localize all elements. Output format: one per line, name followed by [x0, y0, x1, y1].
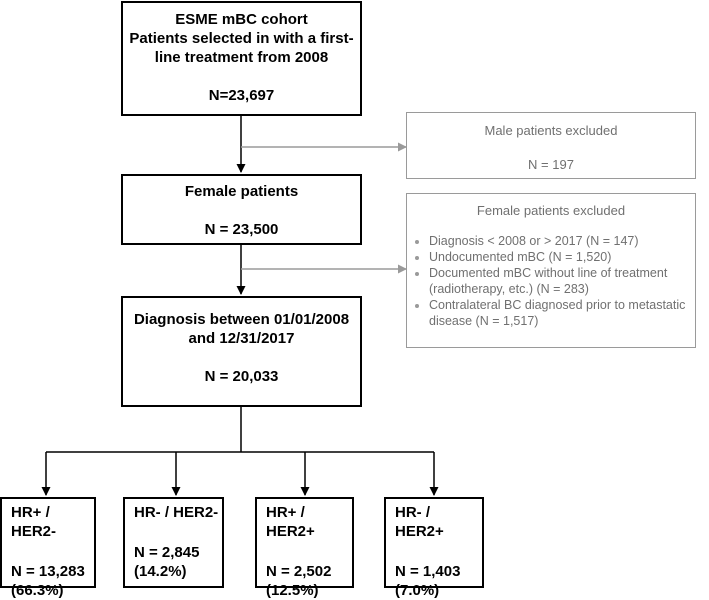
male-excluded-box: Male patients excluded N = 197 — [406, 112, 696, 179]
female-box: Female patients N = 23,500 — [121, 174, 362, 245]
cohort-subtitle-line2: line treatment from 2008 — [154, 49, 329, 66]
subgroup-label: HR- / HER2- — [134, 504, 219, 521]
cohort-title: ESME mBC cohort — [175, 11, 308, 28]
female-excluded-title: Female patients excluded — [476, 203, 626, 218]
diagnosis-line2: and 12/31/2017 — [188, 330, 295, 347]
subgroup-box-hr-pos-her2-neg: HR+ / HER2- N = 13,283 (66.3%) — [0, 497, 96, 599]
subgroup-box-hr-neg-her2-pos: HR- / HER2+ N = 1,403 (7.0%) — [384, 497, 484, 599]
subgroup-label: HR+ / HER2+ — [266, 504, 315, 540]
subgroup-box-hr-pos-her2-pos: HR+ / HER2+ N = 2,502 (12.5%) — [255, 497, 354, 599]
subgroup-count: N = 2,845 — [134, 544, 200, 561]
subgroup-count: N = 13,283 — [11, 563, 85, 580]
female-excluded-list: Diagnosis < 2008 or > 2017 (N = 147) Und… — [407, 233, 695, 329]
male-excluded-title: Male patients excluded — [484, 123, 618, 138]
subgroup-count: N = 2,502 — [266, 563, 332, 580]
subgroup-percent: (12.5%) — [266, 582, 319, 599]
subgroup-box-hr-neg-her2-neg: HR- / HER2- N = 2,845 (14.2%) — [123, 497, 224, 588]
female-title: Female patients — [184, 183, 299, 200]
exclusion-item: Diagnosis < 2008 or > 2017 (N = 147) — [429, 233, 695, 249]
exclusion-item: Undocumented mBC (N = 1,520) — [429, 249, 695, 265]
cohort-subtitle-line1: Patients selected in with a first- — [129, 30, 354, 47]
subgroup-count: N = 1,403 — [395, 563, 461, 580]
exclusion-item: Contralateral BC diagnosed prior to meta… — [429, 297, 695, 329]
cohort-box: ESME mBC cohort Patients selected in wit… — [121, 1, 362, 116]
exclusion-item: Documented mBC without line of treatment… — [429, 265, 695, 297]
cohort-count: N=23,697 — [208, 87, 275, 104]
subgroup-percent: (66.3%) — [11, 582, 64, 599]
diagnosis-line1: Diagnosis between 01/01/2008 — [133, 311, 350, 328]
female-count: N = 23,500 — [204, 221, 279, 238]
subgroup-label: HR+ / HER2- — [11, 504, 57, 540]
diagnosis-box: Diagnosis between 01/01/2008 and 12/31/2… — [121, 296, 362, 407]
diagnosis-count: N = 20,033 — [204, 368, 279, 385]
subgroup-label: HR- / HER2+ — [395, 504, 444, 540]
female-excluded-box: Female patients excluded Diagnosis < 200… — [406, 193, 696, 348]
subgroup-percent: (7.0%) — [395, 582, 440, 599]
subgroup-percent: (14.2%) — [134, 563, 187, 580]
male-excluded-count: N = 197 — [528, 157, 574, 172]
